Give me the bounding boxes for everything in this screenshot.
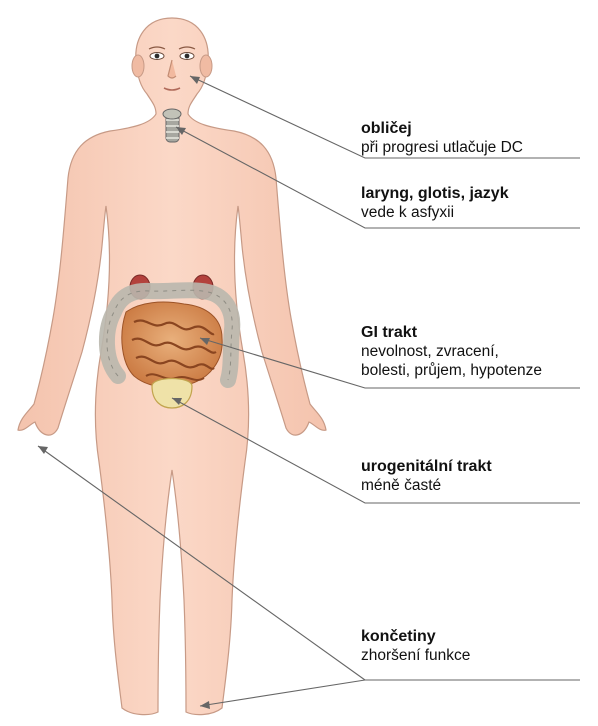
callout-uro-title: urogenitální trakt xyxy=(361,457,593,476)
callout-limbs-description: zhoršení funkce xyxy=(361,646,593,665)
leader-line-limbs-foot xyxy=(200,680,580,706)
callout-gi-tract: GI trakt nevolnost, zvracení, bolesti, p… xyxy=(361,323,593,380)
larynx-icon xyxy=(163,109,181,142)
callout-gi-description: nevolnost, zvracení, bolesti, průjem, hy… xyxy=(361,342,593,380)
callout-limbs-title: končetiny xyxy=(361,627,593,646)
bladder-icon xyxy=(152,379,192,409)
callout-face: obličej při progresi utlačuje DC xyxy=(361,119,593,157)
left-ear xyxy=(132,55,144,77)
callout-urogenital: urogenitální trakt méně časté xyxy=(361,457,593,495)
callout-face-description: při progresi utlačuje DC xyxy=(361,138,593,157)
callout-face-title: obličej xyxy=(361,119,593,138)
callout-larynx-title: laryng, glotis, jazyk xyxy=(361,184,593,203)
callout-limbs: končetiny zhoršení funkce xyxy=(361,627,593,665)
callout-gi-title: GI trakt xyxy=(361,323,593,342)
callout-uro-description: méně časté xyxy=(361,476,593,495)
right-ear xyxy=(200,55,212,77)
callout-larynx: laryng, glotis, jazyk vede k asfyxii xyxy=(361,184,593,222)
arrowhead-hand xyxy=(38,446,48,454)
callout-larynx-description: vede k asfyxii xyxy=(361,203,593,222)
